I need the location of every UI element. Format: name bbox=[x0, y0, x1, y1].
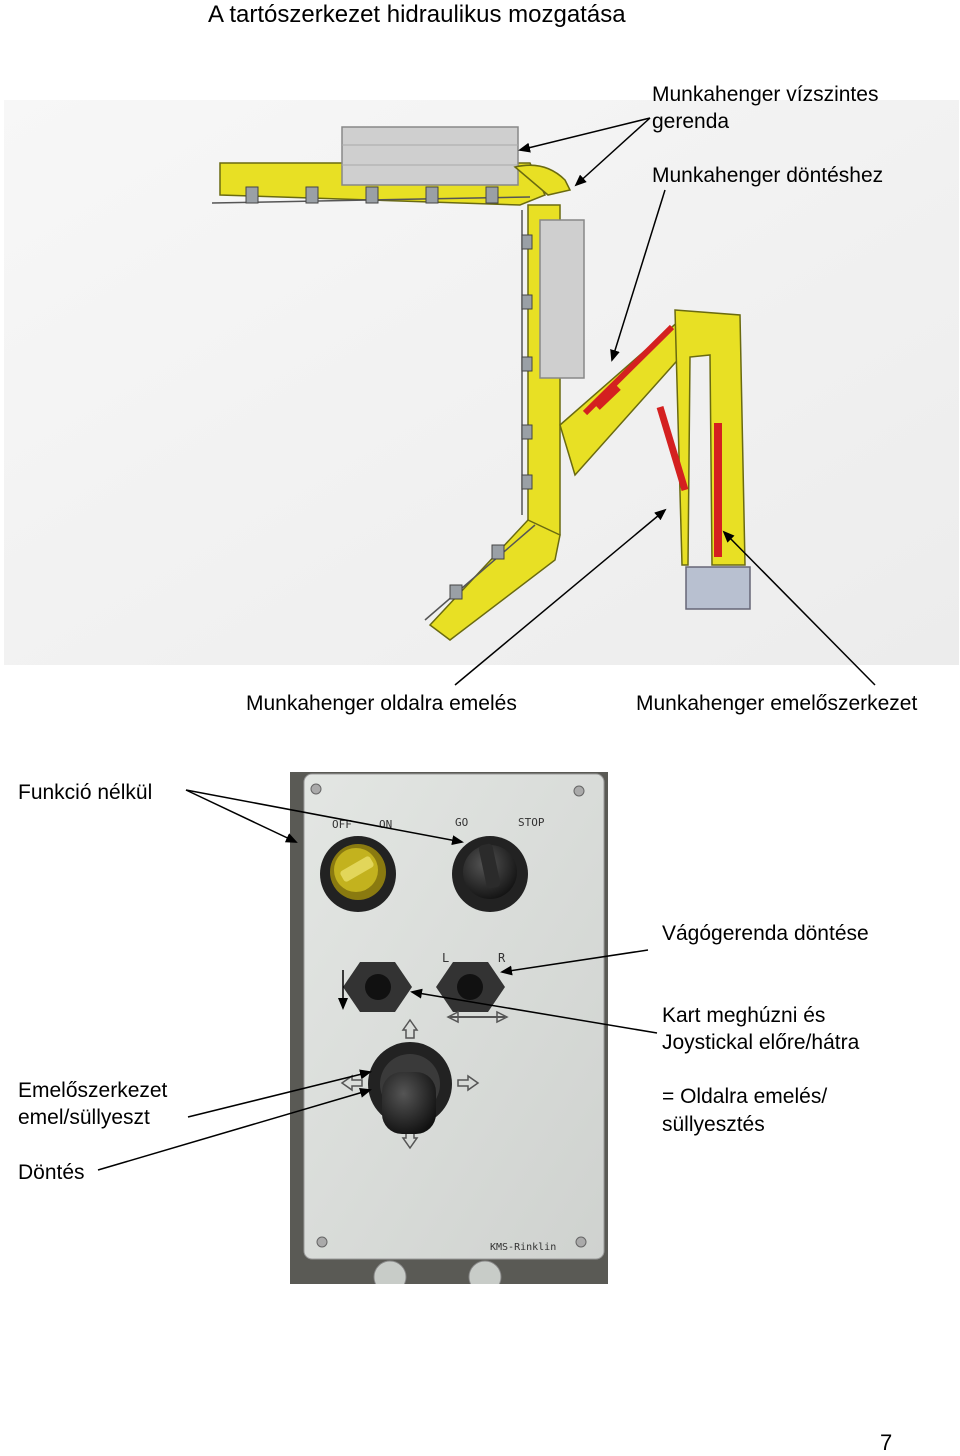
label-side-lift-result-line1: = Oldalra emelés/ bbox=[662, 1085, 828, 1108]
label-no-function: Funkció nélkül bbox=[18, 781, 153, 804]
label-horizontal-beam-line1: Munkahenger vízszintes bbox=[652, 83, 879, 106]
label-pull-lever-line1: Kart meghúzni és bbox=[662, 1004, 826, 1027]
mark-go: GO bbox=[455, 816, 468, 829]
page-title: A tartószerkezet hidraulikus mozgatása bbox=[208, 1, 626, 28]
label-tilt: Döntés bbox=[18, 1161, 85, 1184]
panel-callout-arrows bbox=[97, 789, 658, 1171]
go-stop-selector bbox=[452, 836, 528, 912]
mark-left: L bbox=[442, 951, 449, 965]
top-callout-arrows bbox=[454, 117, 876, 686]
label-side-lift-result-line2: süllyesztés bbox=[662, 1113, 765, 1136]
label-lift-frame-updown-line1: Emelőszerkezet bbox=[18, 1079, 168, 1102]
joystick bbox=[368, 1042, 452, 1134]
label-side-lift: Munkahenger oldalra emelés bbox=[246, 692, 517, 715]
label-horizontal-beam-line2: gerenda bbox=[652, 110, 730, 133]
page-number: 7 bbox=[880, 1430, 893, 1455]
label-lift-frame: Munkahenger emelőszerkezet bbox=[636, 692, 918, 715]
left-button bbox=[343, 962, 412, 1012]
hydraulic-frame-drawing bbox=[0, 95, 960, 670]
mark-off: OFF bbox=[332, 818, 352, 831]
control-panel-photo: OFF ON GO STOP L R KMS-Rinklin bbox=[290, 772, 608, 1294]
mark-brand: KMS-Rinklin bbox=[490, 1242, 556, 1253]
mark-stop: STOP bbox=[518, 816, 545, 829]
off-on-selector bbox=[320, 836, 396, 912]
label-tilt-cylinder: Munkahenger döntéshez bbox=[652, 164, 884, 187]
label-cutter-bar-tilt: Vágógerenda döntése bbox=[662, 922, 869, 945]
label-lift-frame-updown-line2: emel/süllyeszt bbox=[18, 1106, 150, 1129]
mark-right: R bbox=[498, 951, 506, 965]
label-pull-lever-line2: Joystickal előre/hátra bbox=[662, 1031, 860, 1054]
